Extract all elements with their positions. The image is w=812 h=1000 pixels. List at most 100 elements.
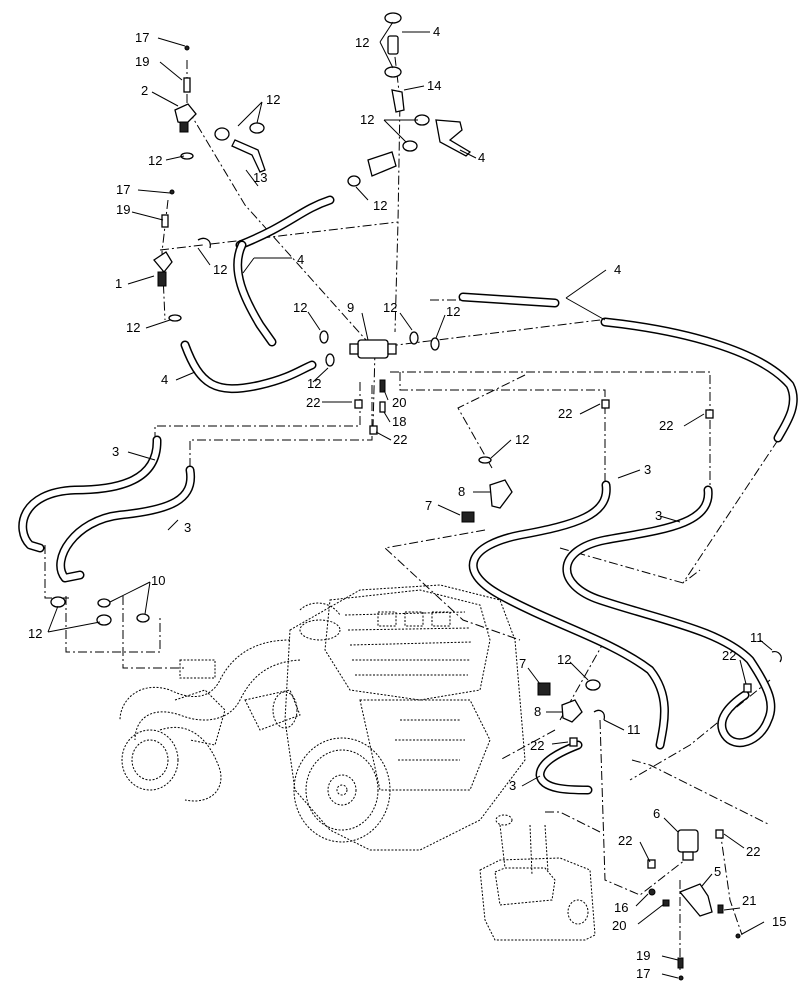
callout-3-left-a: 3 xyxy=(112,444,119,459)
valve-block-9 xyxy=(357,339,389,359)
solenoid-valve-base xyxy=(682,851,694,861)
tee-connector xyxy=(367,151,397,177)
clamp-12-top xyxy=(384,12,402,24)
elbow-fitting-1 xyxy=(153,251,173,274)
callout-14: 14 xyxy=(427,78,441,93)
callout-2: 2 xyxy=(141,83,148,98)
clamp-12-b xyxy=(214,127,230,141)
elbow-8-lower xyxy=(561,699,583,723)
callout-17-left: 17 xyxy=(116,182,130,197)
callout-12-clip-g: 12 xyxy=(213,262,227,277)
callout-9: 9 xyxy=(347,300,354,315)
callout-22-valve-right: 22 xyxy=(746,844,760,859)
hose-3-left-b xyxy=(56,465,196,583)
callout-12-top-center: 12 xyxy=(355,35,369,50)
fitting-7-upper xyxy=(461,511,475,523)
clamp-12-a xyxy=(180,152,194,160)
callout-5: 5 xyxy=(714,864,721,879)
leader-lines xyxy=(47,21,773,979)
callout-4-lower: 4 xyxy=(161,372,168,387)
bolt-17-left xyxy=(169,189,175,195)
clip-11-b xyxy=(771,650,782,663)
clamp-12-g xyxy=(197,237,211,249)
callout-12-center: 12 xyxy=(360,112,374,127)
elbow-14 xyxy=(391,89,405,113)
callout-6: 6 xyxy=(653,806,660,821)
callout-22-block: 22 xyxy=(306,395,320,410)
callout-18: 18 xyxy=(392,414,406,429)
callout-4-upper: 4 xyxy=(297,252,304,267)
callout-12-block-bottom: 12 xyxy=(307,376,321,391)
elbow-fitting-2 xyxy=(174,103,197,125)
callout-12-fitting-1: 12 xyxy=(126,320,140,335)
callout-7-upper: 7 xyxy=(425,498,432,513)
callout-12-top-left: 12 xyxy=(266,92,280,107)
hose-4-right-straight xyxy=(458,292,560,308)
callout-12-fitting-2: 12 xyxy=(148,153,162,168)
callout-13: 13 xyxy=(253,170,267,185)
clamp-12-n xyxy=(50,596,66,608)
fittings xyxy=(50,12,782,981)
clamp-12-e xyxy=(402,140,418,152)
hose-4-upper xyxy=(235,195,335,250)
callout-3-bottom: 3 xyxy=(509,778,516,793)
connector-10-b xyxy=(136,613,150,623)
clip-22-b xyxy=(369,425,378,435)
callout-12-lower: 12 xyxy=(557,652,571,667)
clip-22-a xyxy=(354,399,363,409)
washer-19-top-left xyxy=(183,77,191,93)
callout-4-top: 4 xyxy=(433,24,440,39)
clip-22-e xyxy=(569,737,578,747)
clip-22-g xyxy=(647,859,656,869)
pipe-bend-4 xyxy=(435,119,472,157)
callout-11-lower: 11 xyxy=(627,722,641,737)
bolt-17-bottom xyxy=(678,975,684,981)
callout-20-block: 20 xyxy=(392,395,406,410)
hose-4-right-long xyxy=(600,317,798,443)
valve-block-port-right xyxy=(387,343,397,355)
elbow-8-upper xyxy=(489,479,513,509)
washer-19-bottom xyxy=(677,957,684,969)
washer-20-b xyxy=(662,899,670,907)
hose-3-right-b xyxy=(562,485,776,748)
clamp-12-o xyxy=(96,614,112,626)
washer-21 xyxy=(717,904,724,914)
callout-22-lower: 22 xyxy=(530,738,544,753)
valve-block-port-left xyxy=(349,343,359,355)
callout-1: 1 xyxy=(115,276,122,291)
callout-4-pipe-bend: 4 xyxy=(478,150,485,165)
clamp-12-k xyxy=(430,337,440,351)
washer-19-left xyxy=(161,214,169,228)
hose-4-lower xyxy=(180,340,317,394)
clip-22-c xyxy=(601,399,610,409)
hose-3-right-a xyxy=(468,480,669,750)
callout-4-right: 4 xyxy=(614,262,621,277)
callout-8-upper: 8 xyxy=(458,484,465,499)
callout-12-mid: 12 xyxy=(515,432,529,447)
spacer-18 xyxy=(379,401,386,413)
fitting-7-lower xyxy=(537,682,551,696)
callout-17-top-left: 17 xyxy=(135,30,149,45)
callout-12-block-left: 12 xyxy=(293,300,307,315)
bracket-5 xyxy=(678,883,713,917)
callout-22-center-right: 22 xyxy=(558,406,572,421)
callout-7-lower: 7 xyxy=(519,656,526,671)
hose-3-left-a xyxy=(18,435,162,553)
callout-3-left-b: 3 xyxy=(184,520,191,535)
clamp-12-f xyxy=(347,175,361,187)
callout-20-bracket: 20 xyxy=(612,918,626,933)
callout-12-bottom-left: 12 xyxy=(28,626,42,641)
connector-10-a xyxy=(97,598,111,608)
clip-22-f xyxy=(743,683,752,693)
callout-19-bottom: 19 xyxy=(636,948,650,963)
bolt-15 xyxy=(735,933,741,939)
callout-19-top-left: 19 xyxy=(135,54,149,69)
clamp-12-h xyxy=(168,314,182,322)
callout-3-right-b: 3 xyxy=(655,508,662,523)
hose-3-bottom xyxy=(535,740,593,795)
callout-labels: 17 19 2 12 12 13 12 4 14 12 4 12 17 19 4… xyxy=(28,24,786,981)
clip-22-h xyxy=(715,829,724,839)
callout-12-block-right: 12 xyxy=(383,300,397,315)
callout-17-bottom: 17 xyxy=(636,966,650,981)
callout-21: 21 xyxy=(742,893,756,908)
